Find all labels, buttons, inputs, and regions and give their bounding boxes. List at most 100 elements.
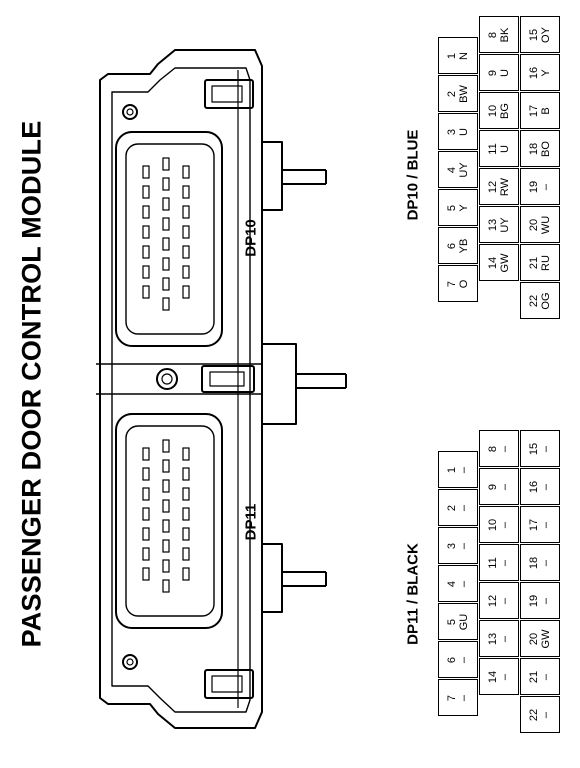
dp10-socket-outer [115, 131, 223, 347]
pin-number: 10 [487, 104, 499, 117]
pin-number: 5 [446, 618, 458, 625]
latch-top [204, 79, 254, 109]
pin-cell: 10– [479, 506, 519, 543]
pin-number: 13 [487, 632, 499, 645]
terminal-cavity [182, 165, 190, 179]
pin-wire-color: – [458, 580, 470, 587]
terminal-cavity [182, 547, 190, 561]
pin-number: 2 [446, 90, 458, 97]
pin-label: 11– [487, 557, 511, 568]
pin-cell: 11– [479, 544, 519, 581]
mount-hole-center [156, 368, 178, 390]
pin-wire-color: RU [540, 254, 552, 271]
module-inner-outline [111, 67, 251, 713]
pin-number: 12 [487, 180, 499, 193]
pin-wire-color: – [540, 445, 552, 452]
terminal-cavity [182, 527, 190, 541]
terminal-cavity [162, 177, 170, 191]
pin-label: 22– [528, 708, 552, 720]
pin-number: 15 [528, 442, 540, 455]
terminal-cavity [182, 285, 190, 299]
terminal-cavity [182, 185, 190, 199]
pin-wire-color: WU [540, 215, 552, 234]
pin-label: 4– [446, 580, 470, 586]
pin-wire-color: – [499, 673, 511, 680]
pin-number: 17 [528, 518, 540, 531]
pin-number: 14 [487, 256, 499, 269]
pin-number: 8 [487, 445, 499, 452]
pin-number: 12 [487, 594, 499, 607]
terminal-cavity [142, 527, 150, 541]
pin-number: 21 [528, 670, 540, 683]
pin-wire-color: – [540, 521, 552, 528]
pin-wire-color: – [458, 466, 470, 473]
pin-number: 1 [446, 52, 458, 59]
pin-wire-color: – [458, 656, 470, 663]
pin-wire-color: – [499, 445, 511, 452]
pin-number: 6 [446, 656, 458, 663]
pin-label: 18– [528, 556, 552, 568]
pin-label: 1– [446, 466, 470, 472]
pin-wire-color: YB [458, 238, 470, 253]
pin-cell: 17– [520, 506, 560, 543]
table-title-dp11: DP11 / BLACK [404, 543, 422, 645]
pin-cell: 1– [438, 451, 478, 488]
pin-number: 20 [528, 632, 540, 645]
pin-wire-color: – [540, 673, 552, 680]
pin-wire-color: BG [499, 102, 511, 119]
pin-wire-color: U [458, 127, 470, 136]
pin-wire-color: OY [540, 26, 552, 43]
pin-number: 7 [446, 694, 458, 701]
pin-wire-color: Y [458, 203, 470, 212]
pin-wire-color: GW [540, 629, 552, 648]
module-body-outline [99, 49, 263, 729]
pin-label: 15– [528, 442, 552, 454]
pin-number: 11 [487, 556, 499, 569]
pin-wire-color: N [458, 51, 470, 60]
pin-label: 21– [528, 670, 552, 682]
pin-wire-color: – [499, 597, 511, 604]
terminal-cavity [182, 447, 190, 461]
pin-label: 6– [446, 656, 470, 662]
terminal-cavity [182, 245, 190, 259]
terminal-cavity [162, 197, 170, 211]
pin-cell: 21– [520, 658, 560, 695]
pin-wire-color: GU [458, 613, 470, 630]
pin-number: 19 [528, 594, 540, 607]
terminal-cavity [162, 539, 170, 553]
pin-wire-color: – [499, 483, 511, 490]
pin-cell: 9– [479, 468, 519, 505]
pin-cell: 12– [479, 582, 519, 619]
pin-wire-color: Y [540, 68, 552, 77]
pin-number: 22 [528, 294, 540, 307]
pin-wire-color: UY [499, 216, 511, 233]
pin-number: 6 [446, 242, 458, 249]
pin-number: 11 [487, 142, 499, 155]
terminal-cavity [182, 467, 190, 481]
terminal-cavity [162, 499, 170, 513]
dp10-socket-inner [125, 143, 215, 335]
pin-wire-color: – [540, 711, 552, 718]
pin-wire-color: – [540, 483, 552, 490]
pin-wire-color: BW [458, 84, 470, 103]
